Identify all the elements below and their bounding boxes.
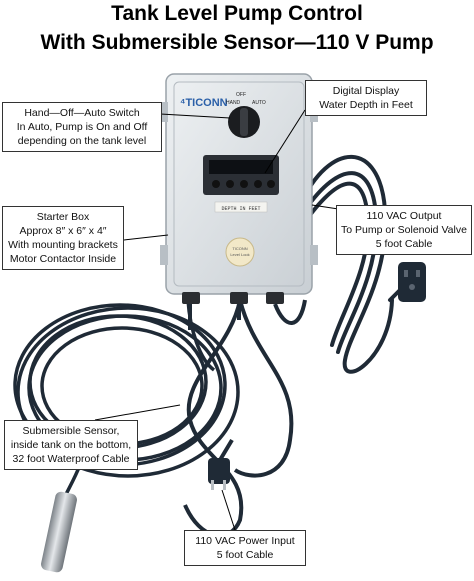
page-title-line-2: With Submersible Sensor—110 V Pump: [40, 31, 434, 54]
svg-text:Level Look: Level Look: [230, 252, 249, 257]
digital-display: [203, 155, 279, 195]
display-button[interactable]: [240, 180, 248, 188]
svg-text:TICONN: TICONN: [232, 246, 247, 251]
output-plug: [398, 262, 426, 302]
submersible-sensor-probe: [41, 491, 77, 573]
display-button[interactable]: [254, 180, 262, 188]
display-button[interactable]: [226, 180, 234, 188]
level-sticker: [225, 237, 255, 267]
hand-off-auto-switch[interactable]: OFF HAND AUTO: [226, 92, 266, 138]
power-plug: [208, 458, 230, 490]
callout-output: 110 VAC Output To Pump or Solenoid Valve…: [336, 205, 472, 255]
display-button[interactable]: [212, 180, 220, 188]
depth-panel-label: DEPTH IN FEET: [221, 206, 260, 212]
callout-sensor: Submersible Sensor, inside tank on the b…: [4, 420, 138, 470]
page-title-line-1: Tank Level Pump Control: [111, 2, 363, 25]
sensor-cable-coil: [13, 299, 240, 521]
callout-display: Digital Display Water Depth in Feet: [305, 80, 427, 116]
callout-starter-box: Starter Box Approx 8″ x 6″ x 4″ With mou…: [2, 206, 124, 270]
svg-text:HAND: HAND: [226, 100, 241, 106]
callout-switch: Hand—Off—Auto Switch In Auto, Pump is On…: [2, 102, 162, 152]
callout-power: 110 VAC Power Input 5 foot Cable: [184, 530, 306, 566]
display-button[interactable]: [267, 180, 275, 188]
svg-text:OFF: OFF: [236, 92, 246, 98]
cable-glands: [182, 292, 307, 330]
svg-text:AUTO: AUTO: [252, 100, 266, 106]
brand-logo: ⁴TICONN: [180, 97, 228, 109]
